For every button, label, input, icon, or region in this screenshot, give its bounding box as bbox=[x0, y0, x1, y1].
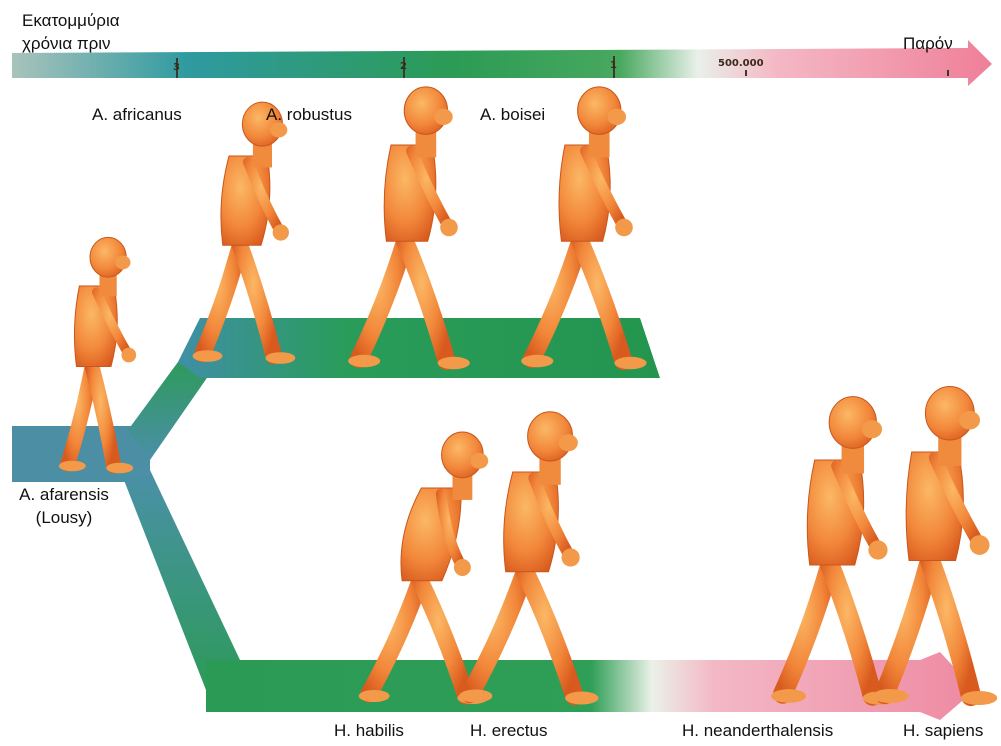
label-sapiens: H. sapiens bbox=[903, 720, 983, 741]
label-erectus: H. erectus bbox=[470, 720, 547, 741]
label-afarensis-nickname: (Lousy) bbox=[8, 507, 120, 528]
label-afarensis: A. afarensis bbox=[8, 484, 120, 505]
tick-label-3: 3 bbox=[173, 62, 180, 73]
label-boisei: A. boisei bbox=[480, 104, 545, 125]
timeline-arrow bbox=[12, 40, 992, 86]
figure-neanderthalensis bbox=[771, 397, 898, 705]
path-diagonal-down bbox=[120, 470, 240, 690]
label-africanus: A. africanus bbox=[92, 104, 182, 125]
timeline-start-label-line2: χρόνια πριν bbox=[22, 33, 111, 54]
tick-label-1: 1 bbox=[610, 60, 617, 71]
label-habilis: H. habilis bbox=[334, 720, 404, 741]
timeline-end-label: Παρόν bbox=[903, 33, 953, 54]
path-upper-branch bbox=[178, 318, 660, 378]
tick-label-500000: 500.000 bbox=[718, 58, 764, 69]
label-neanderthalensis: H. neanderthalensis bbox=[682, 720, 833, 741]
timeline-start-label-line1: Εκατομμύρια bbox=[22, 10, 120, 31]
tick-label-2: 2 bbox=[400, 61, 407, 72]
label-robustus: A. robustus bbox=[266, 104, 352, 125]
